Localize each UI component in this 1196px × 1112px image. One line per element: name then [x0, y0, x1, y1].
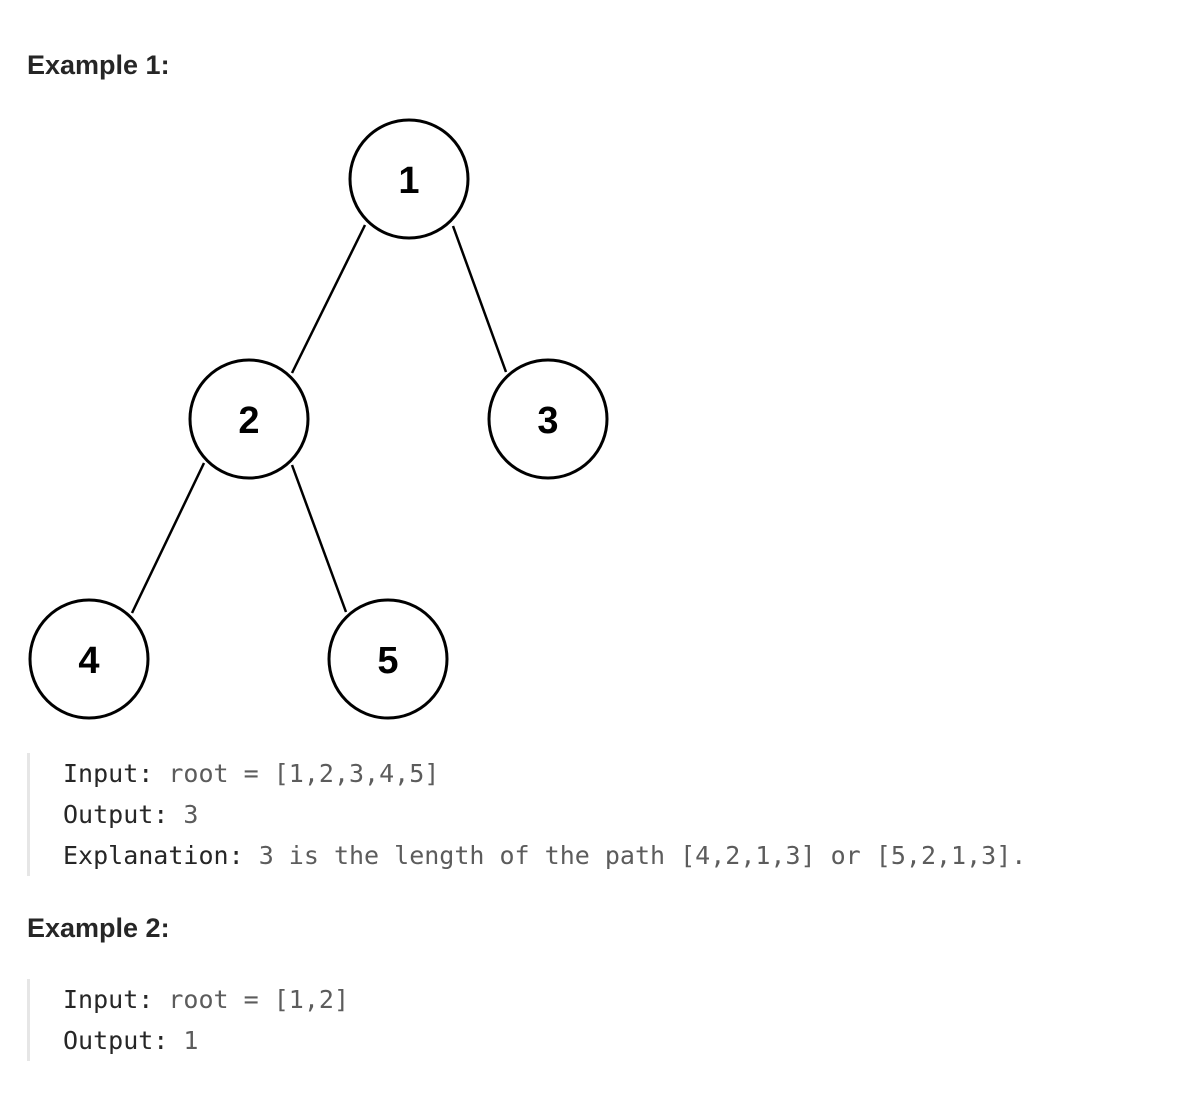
input-label: Input: [63, 759, 154, 788]
edge-1-2 [290, 224, 367, 374]
input-label: Input: [63, 985, 154, 1014]
node-label: 1 [398, 160, 419, 202]
tree-node-5 [327, 598, 449, 720]
node-label: 2 [238, 400, 259, 442]
edge-2-4 [130, 462, 206, 614]
output-value: 3 [183, 800, 199, 829]
tree-node-3 [487, 358, 609, 480]
tree-node-2 [188, 358, 310, 480]
node-label: 5 [377, 640, 398, 682]
tree-node-1 [348, 118, 470, 240]
input-value: root = [1,2,3,4,5] [168, 759, 440, 788]
tree-node-4 [28, 598, 150, 720]
edge-2-5 [290, 464, 348, 613]
output-label: Output: [63, 1026, 169, 1055]
node-label: 3 [537, 400, 558, 442]
input-value: root = [1,2] [168, 985, 349, 1014]
output-value: 1 [183, 1026, 199, 1055]
example-2-heading: Example 2: [27, 913, 170, 943]
explanation-value: 3 is the length of the path [4,2,1,3] or… [258, 841, 1027, 870]
example-1-heading: Example 1: [27, 50, 170, 80]
binary-tree-diagram: 1 2 3 4 5 [28, 118, 609, 720]
explanation-label: Explanation: [63, 841, 244, 870]
example-1-block: Input: root = [1,2,3,4,5] Output: 3 Expl… [27, 753, 1026, 876]
output-label: Output: [63, 800, 169, 829]
edge-1-3 [451, 225, 508, 373]
example-2-block: Input: root = [1,2] Output: 1 [27, 979, 349, 1061]
node-label: 4 [78, 640, 99, 682]
